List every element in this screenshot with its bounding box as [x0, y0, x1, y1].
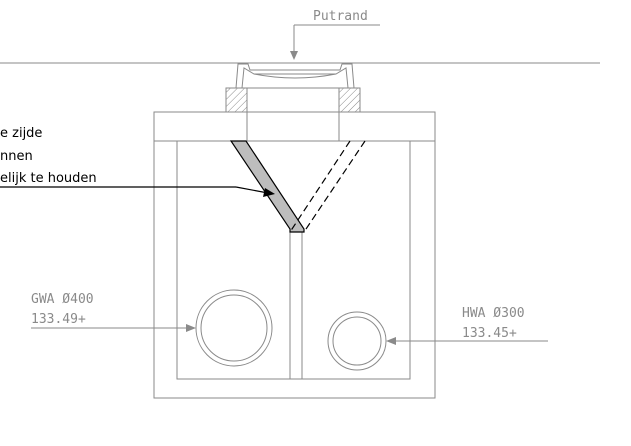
note-line-3: elijk te houden — [0, 171, 97, 186]
hwa-invert-level: 133.45+ — [462, 326, 517, 341]
manhole-cover-frame — [235, 63, 355, 89]
putrand-label: Putrand — [313, 9, 368, 24]
putrand-label-group: Putrand — [290, 9, 380, 60]
divider-wall — [289, 231, 303, 380]
gwa-invert-level: 133.49+ — [31, 312, 86, 327]
baffle-plate — [229, 140, 305, 233]
hwa-pipe-label: HWA Ø300 — [462, 306, 525, 321]
hwa-leader — [386, 337, 548, 345]
adjustment-ring-left — [225, 87, 248, 113]
adjustment-ring-right — [338, 87, 361, 113]
gwa-pipe — [195, 289, 273, 367]
gwa-pipe-label: GWA Ø400 — [31, 292, 94, 307]
note-line-1: e zijde — [0, 126, 42, 141]
note-line-2: nnen — [0, 149, 33, 164]
baffle-alternative-position — [289, 140, 366, 233]
chamber-outer-wall — [153, 111, 436, 399]
hwa-pipe — [327, 311, 387, 371]
gwa-leader — [31, 324, 196, 332]
note-leader-arrow — [0, 186, 275, 197]
chamber-inner-wall — [176, 141, 411, 380]
